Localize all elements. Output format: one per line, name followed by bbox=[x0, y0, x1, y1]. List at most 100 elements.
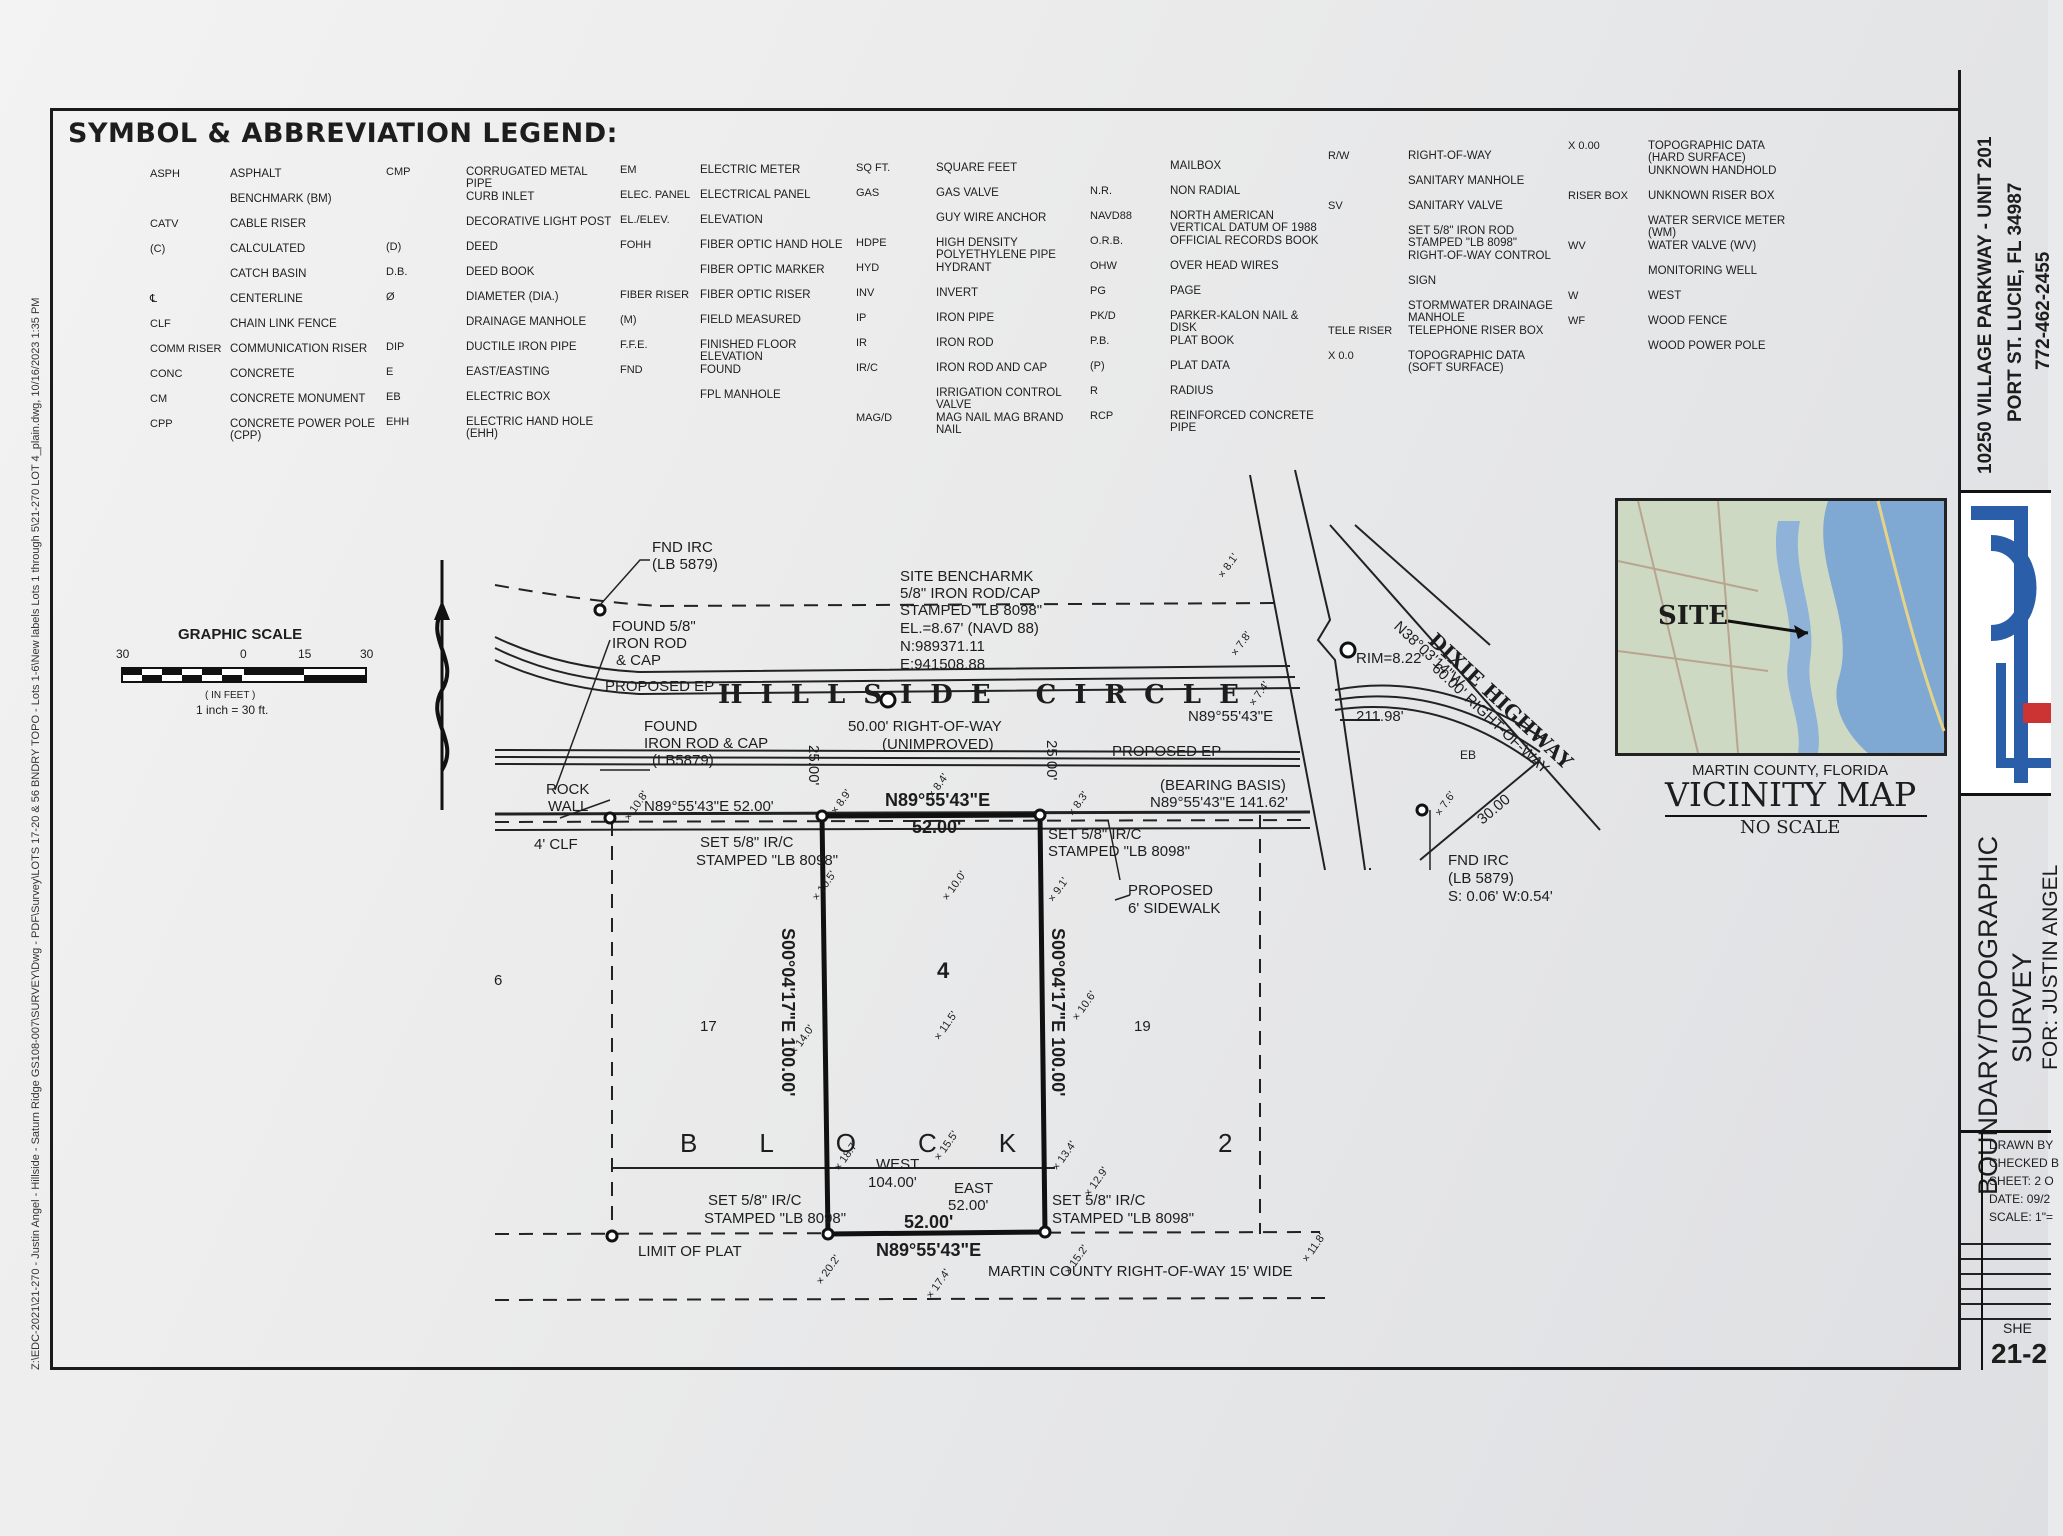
legend-abbreviation: IP bbox=[856, 312, 867, 324]
legend-abbreviation: (P) bbox=[1090, 360, 1105, 372]
legend-definition: IRON ROD AND CAP bbox=[936, 362, 1048, 374]
legend-definition: CURB INLET bbox=[466, 191, 535, 203]
dim-label: EAST bbox=[954, 1180, 994, 1197]
legend-definition: SET 5/8" IRON ROD STAMPED "LB 8098" bbox=[1408, 225, 1517, 249]
proposed-ep-label: PROPOSED EP bbox=[1112, 743, 1222, 760]
legend-definition: CONCRETE POWER POLE (CPP) bbox=[230, 418, 376, 442]
block-number: 2 bbox=[1218, 1128, 1251, 1158]
legend-definition: STORMWATER DRAINAGE MANHOLE bbox=[1408, 300, 1553, 324]
scale: SCALE: 1"= bbox=[1989, 1210, 2053, 1224]
legend-abbreviation: FIBER RISER bbox=[620, 289, 690, 301]
vicinity-underline bbox=[1665, 815, 1927, 817]
legend-definition: GUY WIRE ANCHOR bbox=[936, 212, 1047, 224]
legend-abbreviation: CLF bbox=[150, 318, 171, 330]
legend-definition: SQUARE FEET bbox=[936, 162, 1018, 174]
legend-definition: RADIUS bbox=[1170, 385, 1214, 397]
legend-definition: CALCULATED bbox=[230, 243, 306, 255]
eb-label: EB bbox=[1460, 748, 1477, 762]
vicinity-title: VICINITY MAP bbox=[1665, 775, 1917, 814]
legend-abbreviation: IR bbox=[856, 337, 867, 349]
legend-definition: BENCHMARK (BM) bbox=[230, 193, 332, 205]
vicinity-scale: NO SCALE bbox=[1740, 817, 1841, 838]
legend-abbreviation: PG bbox=[1090, 285, 1106, 297]
legend-abbreviation: ELEC. PANEL bbox=[620, 189, 691, 201]
legend-abbreviation: ø bbox=[386, 291, 395, 303]
scale-unit: ( IN FEET ) bbox=[205, 690, 256, 701]
legend-definition: RIGHT-OF-WAY CONTROL bbox=[1408, 250, 1551, 262]
bench-line: N:989371.11 bbox=[900, 638, 985, 655]
legend-abbreviation: (D) bbox=[386, 241, 402, 253]
legend-definition: UNKNOWN RISER BOX bbox=[1648, 190, 1775, 202]
legend-abbreviation: TELE RISER bbox=[1328, 325, 1393, 337]
legend-definition: CABLE RISER bbox=[230, 218, 307, 230]
edc-logo-icon bbox=[1971, 506, 2051, 783]
legend-definition: MONITORING WELL bbox=[1648, 265, 1758, 277]
legend-abbreviation: CPP bbox=[150, 418, 173, 430]
company-phone: 772-462-2455 bbox=[2033, 251, 2054, 370]
legend-definition: DRAINAGE MANHOLE bbox=[466, 316, 587, 328]
bearing-label: N89°55'43"E bbox=[876, 1240, 982, 1260]
dim-label: 211.98' bbox=[1356, 708, 1404, 725]
lot-4-boundary bbox=[819, 812, 1048, 1237]
bearing-label: S00°04'17"E 100.00' bbox=[1048, 928, 1068, 1097]
lot-number: 19 bbox=[1134, 1018, 1151, 1035]
legend-definition: ELECTRIC METER bbox=[700, 164, 801, 176]
legend-definition: DIAMETER (DIA.) bbox=[466, 291, 559, 303]
dim-label: 52.00' bbox=[912, 817, 962, 837]
legend-abbreviation: R bbox=[1090, 385, 1098, 397]
legend-abbreviation: OHW bbox=[1090, 260, 1117, 272]
legend-abbreviation: SQ FT. bbox=[856, 162, 891, 174]
legend-abbreviation: CONC bbox=[150, 368, 183, 380]
scale-title: GRAPHIC SCALE bbox=[178, 626, 303, 643]
legend-abbreviation: EB bbox=[386, 391, 401, 403]
vicinity-map-image bbox=[1617, 500, 1946, 754]
legend-definition: WATER VALVE (WV) bbox=[1648, 240, 1757, 252]
drawing-border bbox=[50, 108, 1961, 1370]
legend-definition: TOPOGRAPHIC DATA (HARD SURFACE) bbox=[1648, 140, 1765, 164]
fnd-irc-lb: (LB 5879) bbox=[1448, 870, 1514, 887]
legend-abbreviation: CM bbox=[150, 393, 168, 405]
set-rod-label: SET 5/8" IR/C bbox=[1048, 826, 1142, 843]
scale-tick: 15 bbox=[298, 647, 312, 661]
set-rod-label: STAMPED "LB 8098" bbox=[1052, 1210, 1195, 1227]
set-rod-label: STAMPED "LB 8098" bbox=[696, 852, 839, 869]
legend-definition: SANITARY MANHOLE bbox=[1408, 175, 1525, 187]
legend-definition: NORTH AMERICAN VERTICAL DATUM OF 1988 bbox=[1170, 210, 1317, 234]
legend-definition: TELEPHONE RISER BOX bbox=[1408, 325, 1544, 337]
legend-definition: UNKNOWN HANDHOLD bbox=[1648, 165, 1777, 177]
legend-definition: CONCRETE MONUMENT bbox=[230, 393, 366, 405]
site-label: SITE bbox=[1658, 601, 1729, 631]
fnd-irc-lb: (LB 5879) bbox=[652, 556, 718, 573]
company-address: 10250 VILLAGE PARKWAY - UNIT 201 bbox=[1975, 136, 1996, 474]
dim-label: 25.00' bbox=[805, 745, 822, 786]
legend-abbreviation: HYD bbox=[856, 262, 880, 274]
legend-definition: PLAT DATA bbox=[1170, 360, 1230, 372]
sheet-number: SHEET: 2 O bbox=[1989, 1174, 2054, 1188]
found-rod-label: IRON ROD & CAP bbox=[644, 735, 769, 752]
legend-abbreviation: (M) bbox=[620, 314, 637, 326]
found-rod-label: (LB5879) bbox=[652, 752, 714, 769]
legend-definition: FINISHED FLOOR ELEVATION bbox=[700, 339, 797, 363]
legend-definition: WOOD POWER POLE bbox=[1648, 340, 1766, 352]
road-name: HILLSIDE CIRCLE bbox=[718, 680, 1257, 710]
sheet-label: SHE bbox=[2003, 1320, 2032, 1336]
rock-wall-label: WALL bbox=[548, 798, 589, 815]
bearing-label: N89°55'43"E bbox=[1188, 708, 1274, 725]
lot-number: 6 bbox=[494, 972, 503, 989]
legend-abbreviation: COMM RISER bbox=[150, 343, 222, 355]
legend-abbreviation: W bbox=[1568, 290, 1579, 302]
martin-row-label: MARTIN COUNTY RIGHT-OF-WAY 15' WIDE bbox=[988, 1263, 1293, 1280]
found-label: IRON ROD bbox=[612, 635, 687, 652]
legend-definition: PARKER-KALON NAIL & DISK bbox=[1170, 310, 1299, 334]
drawn-by: DRAWN BY bbox=[1989, 1138, 2054, 1152]
legend-abbreviation: D.B. bbox=[386, 266, 408, 278]
dim-label: 52.00' bbox=[904, 1212, 954, 1232]
legend-abbreviation: P.B. bbox=[1090, 335, 1110, 347]
legend-abbreviation: EHH bbox=[386, 416, 410, 428]
legend-definition: INVERT bbox=[936, 287, 978, 299]
found-label: FOUND 5/8" bbox=[612, 618, 696, 635]
company-city: PORT ST. LUCIE, FL 34987 bbox=[2005, 182, 2026, 422]
bearing-label: N89°55'43"E bbox=[885, 790, 991, 810]
legend-abbreviation: MAG/D bbox=[856, 412, 893, 424]
legend-abbreviation: SV bbox=[1328, 200, 1343, 212]
